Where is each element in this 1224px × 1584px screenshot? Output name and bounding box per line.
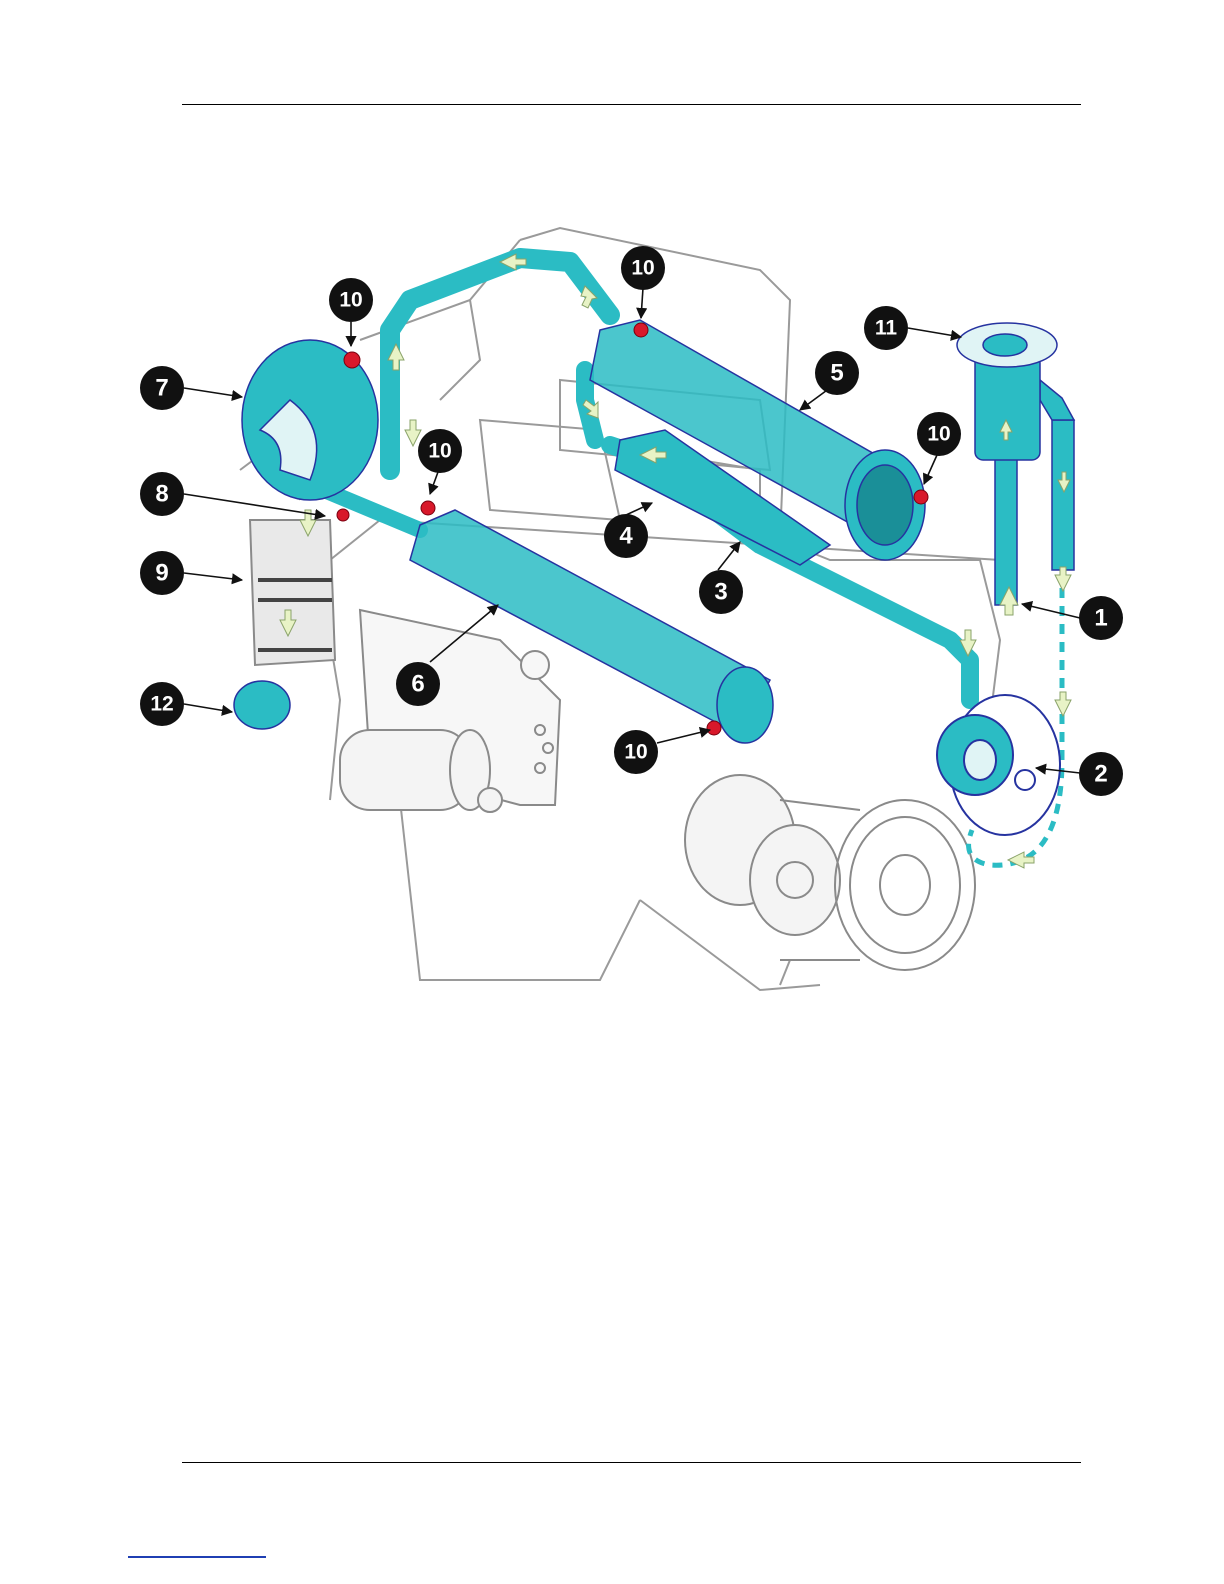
callout-10-elbow: 10 (329, 278, 373, 322)
drain-plug-icon (634, 323, 648, 337)
svg-text:7: 7 (155, 375, 168, 402)
callout-10-exchanger-end: 10 (917, 412, 961, 456)
svg-text:6: 6 (411, 671, 424, 698)
callout-6: 6 (396, 662, 440, 706)
svg-text:10: 10 (428, 440, 451, 463)
svg-text:1: 1 (1094, 605, 1107, 632)
flow-arrow-icon (405, 420, 421, 446)
callout-12: 12 (140, 682, 184, 726)
callout-10-aftercooler-top: 10 (418, 429, 462, 473)
callout-1: 1 (1079, 596, 1123, 640)
svg-text:10: 10 (631, 257, 654, 280)
svg-text:8: 8 (155, 481, 168, 508)
callout-7: 7 (140, 366, 184, 410)
raw-water-pump (937, 695, 1060, 835)
svg-text:9: 9 (155, 560, 168, 587)
callout-2: 2 (1079, 752, 1123, 796)
callout-11: 11 (864, 306, 908, 350)
drain-plug-icon (421, 501, 435, 515)
svg-text:5: 5 (830, 360, 843, 387)
svg-text:12: 12 (150, 693, 173, 716)
drain-plug-icon (344, 352, 360, 368)
zinc-anode (234, 681, 290, 729)
drain-plug-icon (707, 721, 721, 735)
svg-text:10: 10 (927, 423, 950, 446)
drain-plug-icon (337, 509, 349, 521)
callout-10-aftercooler-end: 10 (614, 730, 658, 774)
svg-text:2: 2 (1094, 761, 1107, 788)
callout-9: 9 (140, 551, 184, 595)
svg-text:10: 10 (624, 741, 647, 764)
exhaust-hose (250, 520, 335, 665)
callout-3: 3 (699, 570, 743, 614)
svg-text:4: 4 (619, 523, 633, 550)
svg-text:3: 3 (714, 579, 727, 606)
svg-text:11: 11 (875, 317, 898, 340)
callout-4: 4 (604, 514, 648, 558)
callout-5: 5 (815, 351, 859, 395)
starter-motor (340, 730, 502, 812)
svg-text:10: 10 (339, 289, 362, 312)
callout-8: 8 (140, 472, 184, 516)
callout-10-exchanger-top: 10 (621, 246, 665, 290)
alternator (685, 775, 840, 935)
flow-arrow-icon (1055, 692, 1071, 716)
drain-plug-icon (914, 490, 928, 504)
